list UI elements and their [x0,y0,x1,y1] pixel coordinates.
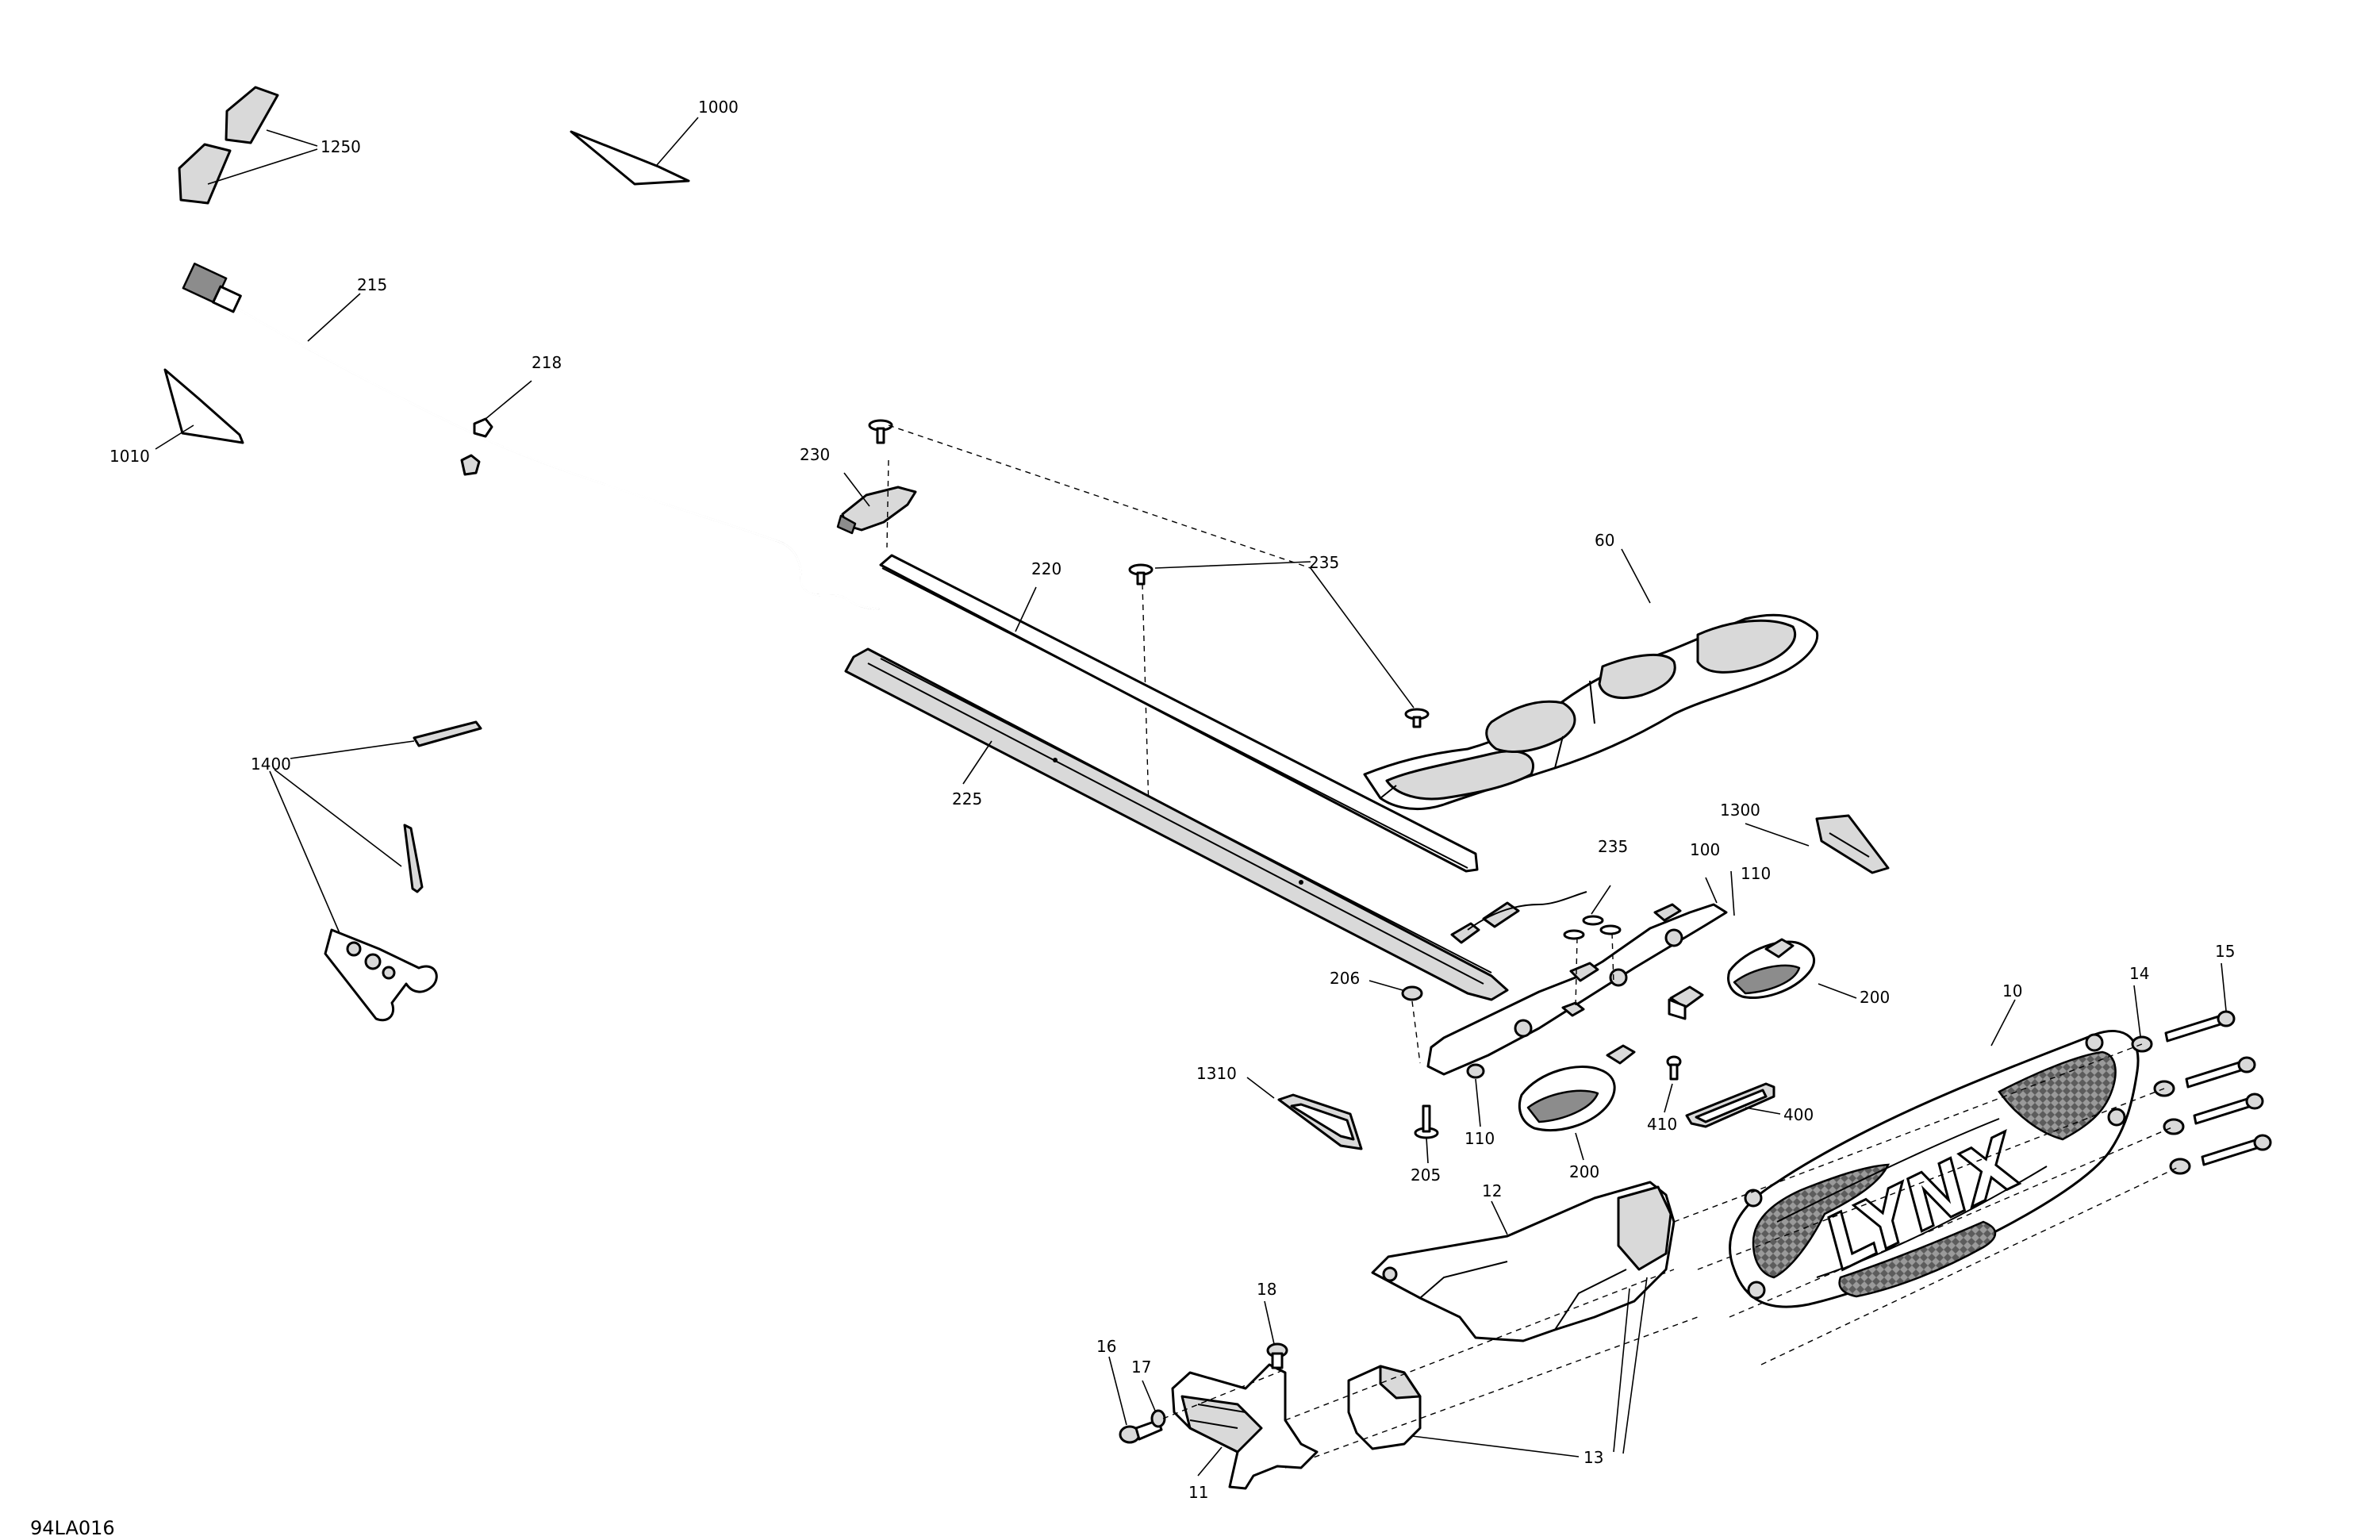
decal-1310 [1277,1093,1363,1150]
callout-1400: 1400 [251,755,291,774]
light-module-200-left [1518,1044,1636,1131]
callout-205: 205 [1411,1166,1441,1185]
callout-410: 410 [1647,1115,1677,1134]
rail-225 [844,647,1509,1001]
wrench-1400 [324,928,438,1022]
diagram-code: 94LA016 [30,1517,115,1539]
tail-light-housing-60 [1363,613,1819,811]
callout-215: 215 [357,275,387,294]
tool-pin-1400 [403,824,424,893]
screw-205 [1414,1104,1439,1139]
callout-400: 400 [1783,1105,1814,1124]
callout-1300: 1300 [1720,801,1760,820]
callout-10: 10 [2002,981,2022,1000]
callout-1310: 1310 [1196,1064,1237,1083]
decal-1000 [570,130,690,186]
callout-labels: 1000 1250 215 218 1010 230 220 235 60 22… [30,98,2235,1539]
screw-235-b [1128,563,1154,586]
light-module-200-right [1727,938,1816,999]
mounting-plate-100 [1426,903,1728,1076]
washer-14-c [2163,1118,2185,1135]
callout-17: 17 [1131,1358,1151,1377]
callout-13: 13 [1583,1448,1603,1467]
decal-1250-upper [225,86,279,144]
callout-15: 15 [2215,942,2235,961]
callout-206: 206 [1330,969,1360,988]
bolt-15-a [2164,1010,2236,1043]
callout-14: 14 [2129,964,2149,983]
callout-60: 60 [1595,531,1614,550]
rear-cover-10: LYNX [1729,1030,2140,1308]
screw-235-a [868,419,893,444]
washer-14-a [2131,1035,2153,1053]
callout-220: 220 [1031,559,1061,578]
screw-235-c [1404,708,1430,728]
callout-16: 16 [1096,1337,1116,1356]
bolt-15-b [2185,1056,2256,1089]
callout-1010: 1010 [109,447,150,466]
fasteners-235-cluster [1561,915,1622,1017]
callout-12: 12 [1482,1181,1502,1200]
bracket-11 [1171,1363,1319,1490]
screw-18 [1266,1342,1288,1369]
washer-17 [1150,1409,1166,1428]
callout-110-bottom: 110 [1464,1129,1495,1148]
callout-1250: 1250 [321,137,361,156]
decal-1250-lower [178,143,232,205]
wiring-connector [1450,891,1587,944]
callout-100: 100 [1690,840,1720,859]
bolt-15-c [2193,1093,2264,1125]
screw-410 [1666,1055,1682,1081]
callout-1000: 1000 [698,98,739,117]
callout-11: 11 [1188,1483,1208,1502]
rail-220 [879,554,1479,873]
callout-230: 230 [800,445,830,464]
clip-218 [460,417,493,476]
lens-400 [1685,1082,1775,1128]
callout-200-left: 200 [1569,1162,1599,1181]
wiring-harness-215 [182,263,880,611]
callout-110-top: 110 [1741,864,1771,883]
light-connector-right [1668,985,1704,1020]
callout-218: 218 [532,353,562,372]
decal-1300 [1815,814,1890,874]
callout-18: 18 [1257,1280,1276,1299]
bolt-15-d [2201,1134,2272,1166]
callout-225: 225 [952,789,982,808]
decal-1010 [163,368,244,444]
callout-235-top: 235 [1309,553,1339,572]
spacer-206 [1401,985,1423,1001]
callout-235-mid: 235 [1598,837,1628,856]
callout-200-right: 200 [1860,988,1890,1007]
tool-strap-1400 [413,720,482,747]
bracket-12 [1371,1181,1676,1342]
grommet-110-left [1466,1063,1485,1079]
washer-14-d [2169,1158,2191,1175]
bracket-230 [836,486,917,535]
support-13 [1347,1365,1422,1450]
